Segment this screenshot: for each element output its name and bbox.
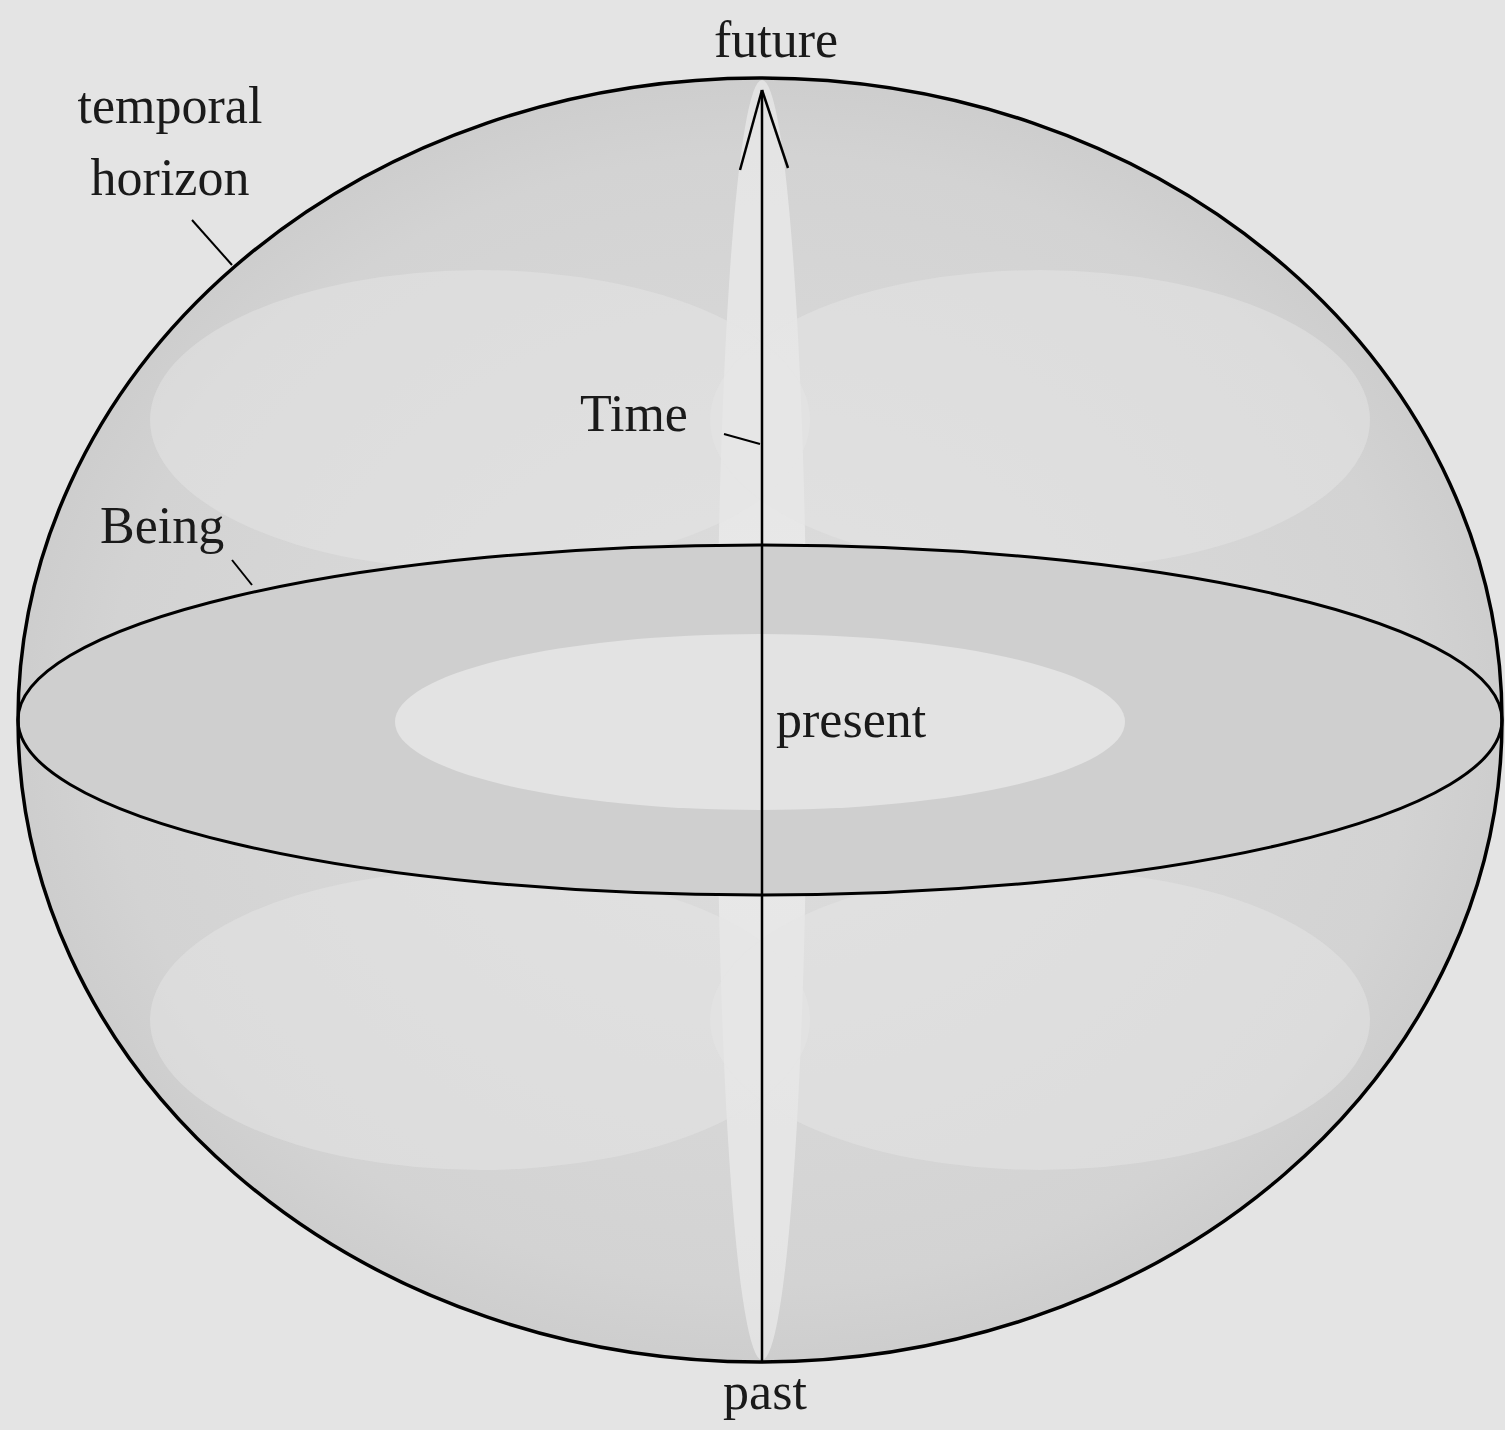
sphere-fill	[18, 78, 1502, 1362]
axis-end-label: past	[690, 1356, 840, 1428]
arrow-head	[762, 90, 788, 168]
arrow-head	[740, 90, 762, 170]
inner-plane	[395, 634, 1125, 810]
center-label: present	[776, 684, 996, 756]
temporal-horizon-outline	[18, 78, 1502, 1362]
horizon-label: temporal horizon	[40, 70, 300, 214]
plane-label: Being	[100, 490, 270, 562]
light-petal	[710, 870, 1370, 1170]
leader-line	[724, 434, 760, 444]
light-petal	[710, 270, 1370, 570]
being-plane	[18, 545, 1502, 895]
time-axis	[761, 90, 764, 1362]
leader-line	[192, 220, 232, 265]
being-ellipse	[18, 545, 1502, 895]
axis-label: Time	[580, 378, 720, 450]
leader-line	[232, 560, 252, 585]
axis-end-label: future	[696, 4, 856, 76]
